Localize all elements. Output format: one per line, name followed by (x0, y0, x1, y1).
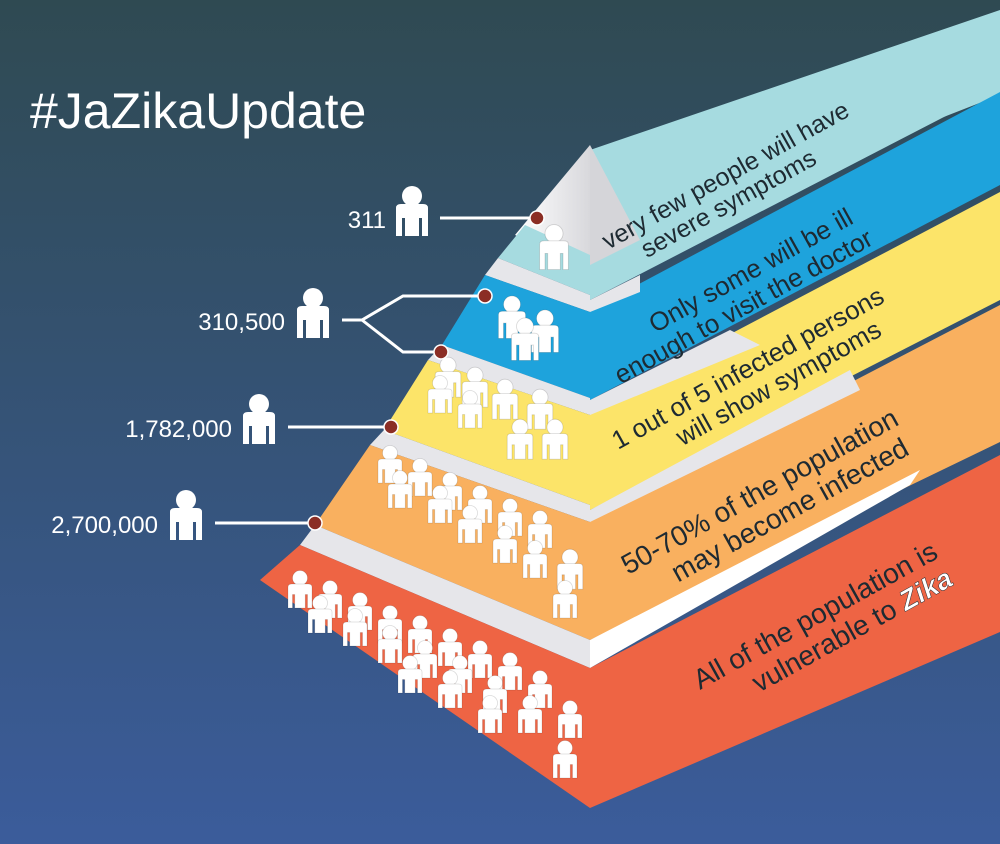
sep-right-4 (590, 470, 920, 668)
tier-4-face (315, 445, 590, 640)
count-311: 311 (348, 207, 386, 234)
page-title: #JaZikaUpdate (30, 83, 366, 139)
band-2 (590, 92, 1000, 400)
pyramid-tip-shade (590, 145, 640, 265)
count-310500: 310,500 (198, 309, 285, 336)
sep-right-2 (590, 330, 760, 415)
bands (590, 10, 1000, 808)
tier-sep-3 (370, 430, 590, 522)
marker-dot (529, 210, 545, 226)
callout-line (361, 318, 440, 354)
band-3 (590, 192, 1000, 510)
tier-sep-1 (485, 258, 590, 312)
count-1782000: 1,782,000 (125, 416, 232, 443)
callout-line (342, 294, 484, 322)
tier-sep-4 (300, 525, 590, 668)
marker-dot (383, 419, 399, 435)
count-2700000: 2,700,000 (51, 512, 158, 539)
sep-right-3 (590, 370, 860, 522)
marker-dot (433, 344, 449, 360)
sep-right-1 (590, 275, 640, 312)
band-4 (590, 305, 1000, 640)
band-1 (590, 10, 1000, 300)
marker-dot (477, 288, 493, 304)
marker-dot (307, 515, 323, 531)
band-5 (590, 455, 1000, 808)
callouts: 311 310,500 1,782,000 2,700,000 (51, 186, 545, 540)
